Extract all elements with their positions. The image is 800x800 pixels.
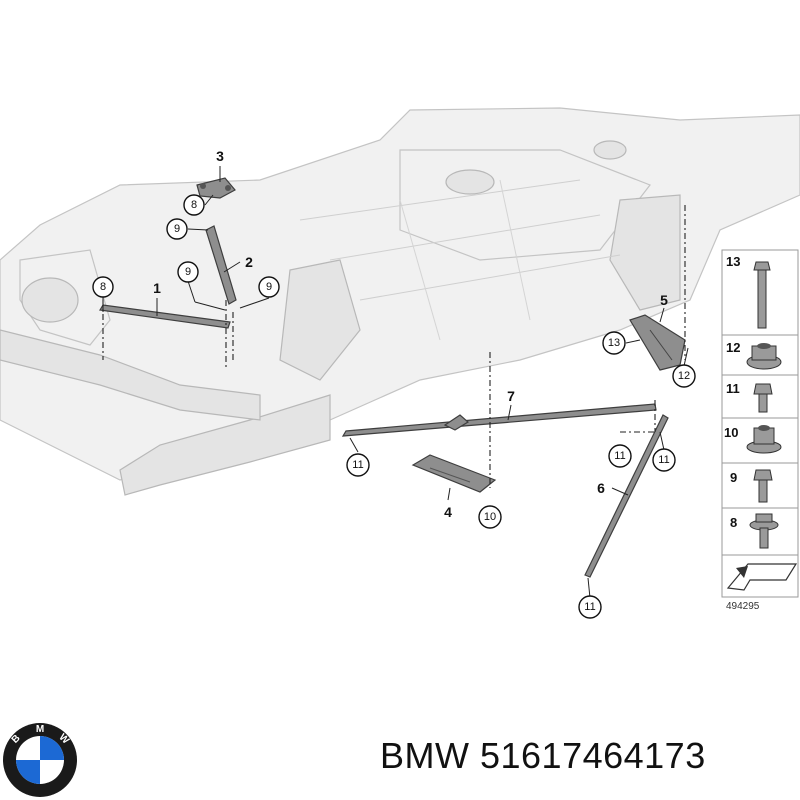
legend-item-13: 13 [726,254,740,269]
fastener-legend: 13 12 11 10 9 8 [721,249,799,612]
svg-text:9: 9 [174,223,180,235]
long-bolt-icon [753,261,771,329]
leader-lines [102,166,689,599]
part-4-plate [411,454,497,493]
part-label-7: 7 [507,388,515,404]
callout-8b: 8 [92,276,114,298]
svg-text:10: 10 [484,511,496,523]
part-1-rod [99,304,231,329]
part-label-5: 5 [660,292,668,308]
callout-9c: 9 [258,276,280,298]
short-bolt-icon [753,383,773,413]
part-number-caption: BMW 51617464173 [380,735,706,776]
part-6-strut [584,414,669,578]
legend-item-12: 12 [726,340,740,355]
callout-9b: 9 [177,261,199,283]
part-7-long-rod [341,403,657,437]
flange-bolt-icon [749,513,779,549]
bmw-logo: B M W [3,723,77,797]
svg-text:11: 11 [352,459,363,471]
diagram-code: 494295 [726,601,760,612]
svg-text:9: 9 [266,281,272,293]
svg-text:9: 9 [185,266,191,278]
part-2-strut [205,225,237,305]
svg-text:11: 11 [584,601,595,613]
part-5-bracket [629,314,686,371]
svg-text:8: 8 [191,199,197,211]
svg-text:8: 8 [100,281,106,293]
logo-letter-m: M [36,724,44,735]
part-labels: 1 2 3 4 5 6 7 [153,148,668,520]
hex-bolt-icon [753,469,773,503]
flange-nut-icon [746,343,782,370]
callout-11a: 11 [346,453,370,477]
car-underbody-frame [0,107,800,496]
legend-item-9: 9 [730,470,737,485]
svg-text:11: 11 [658,454,669,466]
part-label-3: 3 [216,148,224,164]
part-label-2: 2 [245,254,253,270]
svg-text:11: 11 [614,450,625,462]
part-label-6: 6 [597,480,605,496]
svg-text:13: 13 [608,337,620,349]
collar-nut-icon [746,425,782,454]
callout-13: 13 [602,331,626,355]
callout-9a: 9 [166,218,188,240]
direction-arrow-icon [726,563,798,591]
svg-text:12: 12 [678,370,690,382]
part-label-1: 1 [153,280,161,296]
callout-10a: 10 [478,505,502,529]
legend-item-10: 10 [724,425,738,440]
legend-item-8: 8 [730,515,737,530]
legend-item-11: 11 [726,381,740,396]
callout-8a: 8 [183,194,205,216]
callout-11d: 11 [578,595,602,619]
assembly-axes [102,205,686,488]
callout-12: 12 [672,364,696,388]
callout-11c: 11 [652,448,676,472]
callout-11b: 11 [608,444,632,468]
part-label-4: 4 [444,504,452,520]
